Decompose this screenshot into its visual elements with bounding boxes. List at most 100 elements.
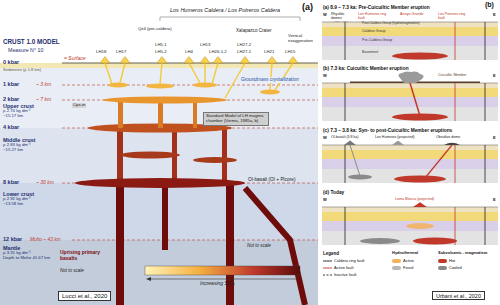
figure-label: = Surface <box>64 56 86 62</box>
figure-label: (b) <box>485 1 494 9</box>
figure-label: Ol-basalt (Ol + Plcore) <box>248 177 296 183</box>
legend-item: Inactive fault <box>323 273 356 278</box>
figure-label: LH26-1,2 <box>209 50 227 55</box>
legend-item: Active fault <box>323 266 354 271</box>
panel-c-features-part <box>394 176 446 183</box>
legend-text: Fossil <box>403 265 413 270</box>
deep-roots-part <box>116 183 124 305</box>
panel-c-features-part <box>350 145 360 176</box>
pressure-lines <box>62 85 318 240</box>
panel-a-features-part <box>333 21 349 23</box>
figure-label: Los Humeros Caldera / Los Potreros Calde… <box>170 7 280 13</box>
figure-label: Xalapazco Crater <box>236 28 272 33</box>
legend-text: Active <box>403 258 414 263</box>
legend-swatch <box>323 266 332 270</box>
figure-label: Ol-basalt (3.8 ka) <box>331 135 359 139</box>
panel-d-features-part <box>413 202 427 207</box>
figure-label: LH27-2 <box>237 43 251 48</box>
panel-b-features-part <box>398 71 423 83</box>
crust-layer: Upper crustρ 2.74 kg dm⁻³~15.17 km <box>3 103 61 119</box>
crust-bands-part <box>0 240 318 305</box>
upper-crust-magma-part <box>103 97 227 104</box>
figure-label: LH27-1 <box>237 50 251 55</box>
legend-line <box>323 275 332 276</box>
mid-crust-magma-part <box>222 128 227 183</box>
volcanic-cones <box>100 57 298 64</box>
panel-d-features <box>360 202 457 244</box>
citation-box: Lucci et al., 2020 <box>58 291 111 301</box>
legend-item: Cooled <box>438 266 462 271</box>
pressure-lines-part <box>72 240 318 241</box>
panel-b-features-part <box>392 114 448 121</box>
section-panels-part <box>322 83 498 121</box>
panel-c-features-part <box>348 175 372 180</box>
figure-label: W <box>323 74 327 79</box>
dykes-part <box>105 63 112 84</box>
figure-label: Not to scale <box>247 243 271 248</box>
figure-label: ~ 3 km <box>36 82 51 88</box>
upper-crust-magma-part <box>260 90 280 95</box>
figure-label: Groundmass crystallization <box>240 77 300 83</box>
mid-crust-magma-part <box>120 152 180 159</box>
legend-text: Cooled <box>449 265 462 270</box>
figure-label: ~ 30 km <box>36 180 54 186</box>
legend-item: Hot <box>438 259 455 264</box>
volcanic-cones-part <box>288 57 298 64</box>
section-panels <box>322 22 498 245</box>
figure-label: CRUST 1.0 MODEL <box>3 38 60 45</box>
node-detail: Depth to Moho 41.67 km <box>3 256 61 261</box>
node-heading: (a) 8.9 – 7.3 ka: Pre-Cuicuiltic Member … <box>323 5 497 11</box>
figure-label: 2 kbar <box>3 96 19 102</box>
figure-label: Moho ~ 43 km <box>30 237 61 243</box>
volcanic-cones-part <box>120 57 130 64</box>
sio2-bar <box>145 266 300 281</box>
deep-roots <box>116 183 305 305</box>
upper-crust-magma-part <box>193 100 197 128</box>
crust-bands-part <box>0 183 318 240</box>
mid-crust-magma-part <box>193 157 237 163</box>
crust-bands-part <box>0 68 318 128</box>
volcanic-cones-part <box>157 57 167 64</box>
panel-a-features-part <box>392 53 448 60</box>
figure-label: Arroyo Grande <box>400 12 426 16</box>
volcanic-cones-part <box>200 57 210 64</box>
crust-bands <box>0 63 318 305</box>
figure-label: Obsidian dome <box>436 135 460 139</box>
upper-crust-magma-part <box>108 83 128 88</box>
mid-crust-magma <box>75 124 245 189</box>
node-detail: ~15.27 km <box>3 148 61 153</box>
upper-crust-magma-part <box>146 84 174 89</box>
figure-label: LH17 <box>116 50 126 55</box>
section-panels-part <box>322 207 498 245</box>
node-detail: ~15.17 km <box>3 114 61 119</box>
legend-swatch <box>323 259 332 263</box>
figure-label: Legend <box>323 251 339 256</box>
panel-d-features-part <box>413 238 457 245</box>
legend-line-sample <box>323 273 332 277</box>
sio2-bar-part <box>146 277 151 281</box>
figure-label: Rhyolitic domes <box>331 12 353 20</box>
sio2-bar-part <box>150 279 298 280</box>
legend-swatch <box>392 259 401 263</box>
figure-label: 4 kbar <box>3 124 19 130</box>
node-heading: (d) Today <box>323 190 497 196</box>
deep-roots-part <box>162 183 168 250</box>
figure-label: Los Humeros (projected) <box>375 135 415 139</box>
figure-label: Pre-Caldera Group <box>362 38 392 42</box>
figure-label: Cpx-in <box>72 103 86 108</box>
upper-crust-magma-part <box>118 100 123 128</box>
panel-c-features-part <box>344 141 356 146</box>
caldera-bracket-part <box>160 17 300 21</box>
figure-label: Vertical exaggeration <box>288 34 318 44</box>
figure-label: Subvolcanic - magmatism <box>438 251 487 256</box>
caldera-bracket <box>160 17 300 21</box>
dykes-part <box>204 63 205 83</box>
section-panels-part <box>322 145 498 183</box>
dykes-part <box>120 63 125 83</box>
figure-label: Hydrothermal <box>392 251 418 256</box>
volcanic-cones-part <box>100 57 110 64</box>
figure-label: LH13 <box>200 43 210 48</box>
upper-crust-magma <box>103 83 280 129</box>
crust-bands-part <box>0 63 318 68</box>
legend-text: Caldera ring fault <box>334 258 364 263</box>
